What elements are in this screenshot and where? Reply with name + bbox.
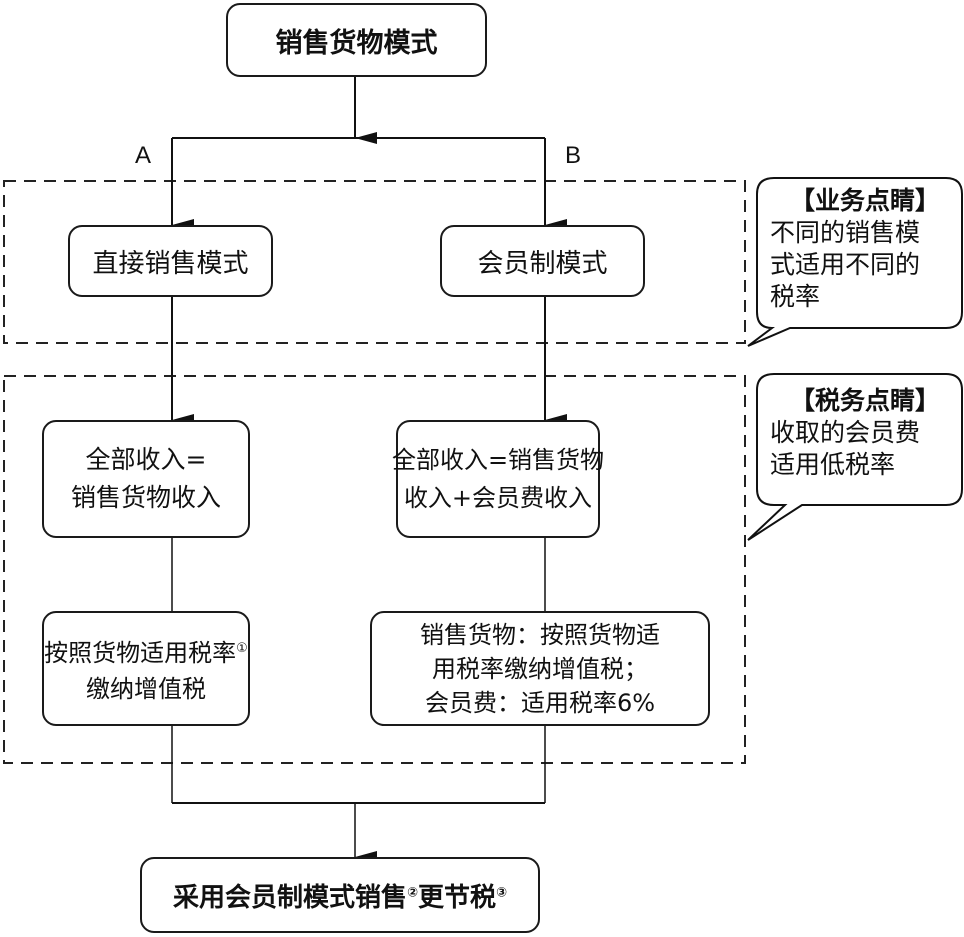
callout-tax-line-1: 收取的会员费 bbox=[770, 418, 921, 447]
footnote-marker-2: ② bbox=[406, 884, 418, 900]
callout-business-title: 【业务点睛】 bbox=[789, 186, 940, 215]
membership-income-line-2: 收入+会员费收入 bbox=[403, 484, 593, 512]
conclusion-label: 采用会员制模式销售②更节税③ bbox=[172, 882, 508, 913]
callout-tax-title: 【税务点睛】 bbox=[789, 386, 940, 415]
direct-tax-box: 按照货物适用税率① 缴纳增值税 bbox=[42, 611, 250, 726]
membership-tax-line-2: 用税率缴纳增值税； bbox=[432, 654, 648, 683]
membership-income-line-1: 全部收入=销售货物 bbox=[391, 446, 605, 474]
direct-income-line-2: 销售货物收入 bbox=[70, 483, 221, 512]
membership-mode-box: 会员制模式 bbox=[440, 225, 645, 297]
sales-mode-label: 销售货物模式 bbox=[275, 27, 438, 59]
direct-income-box: 全部收入= 销售货物收入 bbox=[42, 420, 250, 538]
membership-income-box: 全部收入=销售货物 收入+会员费收入 bbox=[392, 420, 604, 538]
membership-mode-label: 会员制模式 bbox=[477, 248, 608, 279]
footnote-marker-3: ③ bbox=[496, 884, 508, 900]
direct-income-line-1: 全部收入= bbox=[85, 445, 207, 474]
conclusion-box: 采用会员制模式销售②更节税③ bbox=[140, 857, 540, 933]
callout-tax-line-2: 适用低税率 bbox=[770, 450, 896, 479]
direct-sales-mode-box: 直接销售模式 bbox=[68, 225, 273, 297]
callout-business-bubble bbox=[747, 177, 963, 347]
callout-tax-text: 【税务点睛】 收取的会员费 适用低税率 bbox=[770, 385, 960, 481]
direct-sales-mode-label: 直接销售模式 bbox=[92, 248, 249, 279]
callout-business-line-2: 式适用不同的 bbox=[770, 250, 921, 279]
membership-tax-box: 销售货物：按照货物适 用税率缴纳增值税； 会员费：适用税率6% bbox=[370, 611, 710, 726]
membership-tax-line-3: 会员费：适用税率6% bbox=[424, 688, 656, 717]
branch-label-b: B bbox=[565, 142, 582, 169]
footnote-marker-1: ① bbox=[236, 640, 248, 656]
business-region-dashed bbox=[3, 180, 746, 344]
callout-tax-bubble bbox=[747, 373, 963, 541]
callout-business-text: 【业务点睛】 不同的销售模 式适用不同的 税率 bbox=[770, 185, 960, 313]
membership-tax-line-1: 销售货物：按照货物适 bbox=[420, 620, 660, 649]
callout-business-line-3: 税率 bbox=[770, 282, 821, 311]
sales-mode-box: 销售货物模式 bbox=[226, 3, 487, 77]
direct-tax-line-2: 缴纳增值税 bbox=[86, 674, 206, 703]
branch-label-a: A bbox=[135, 142, 152, 169]
callout-business-line-1: 不同的销售模 bbox=[770, 218, 921, 247]
direct-tax-line-1: 按照货物适用税率① bbox=[44, 638, 248, 667]
tax-region-dashed bbox=[3, 375, 746, 764]
